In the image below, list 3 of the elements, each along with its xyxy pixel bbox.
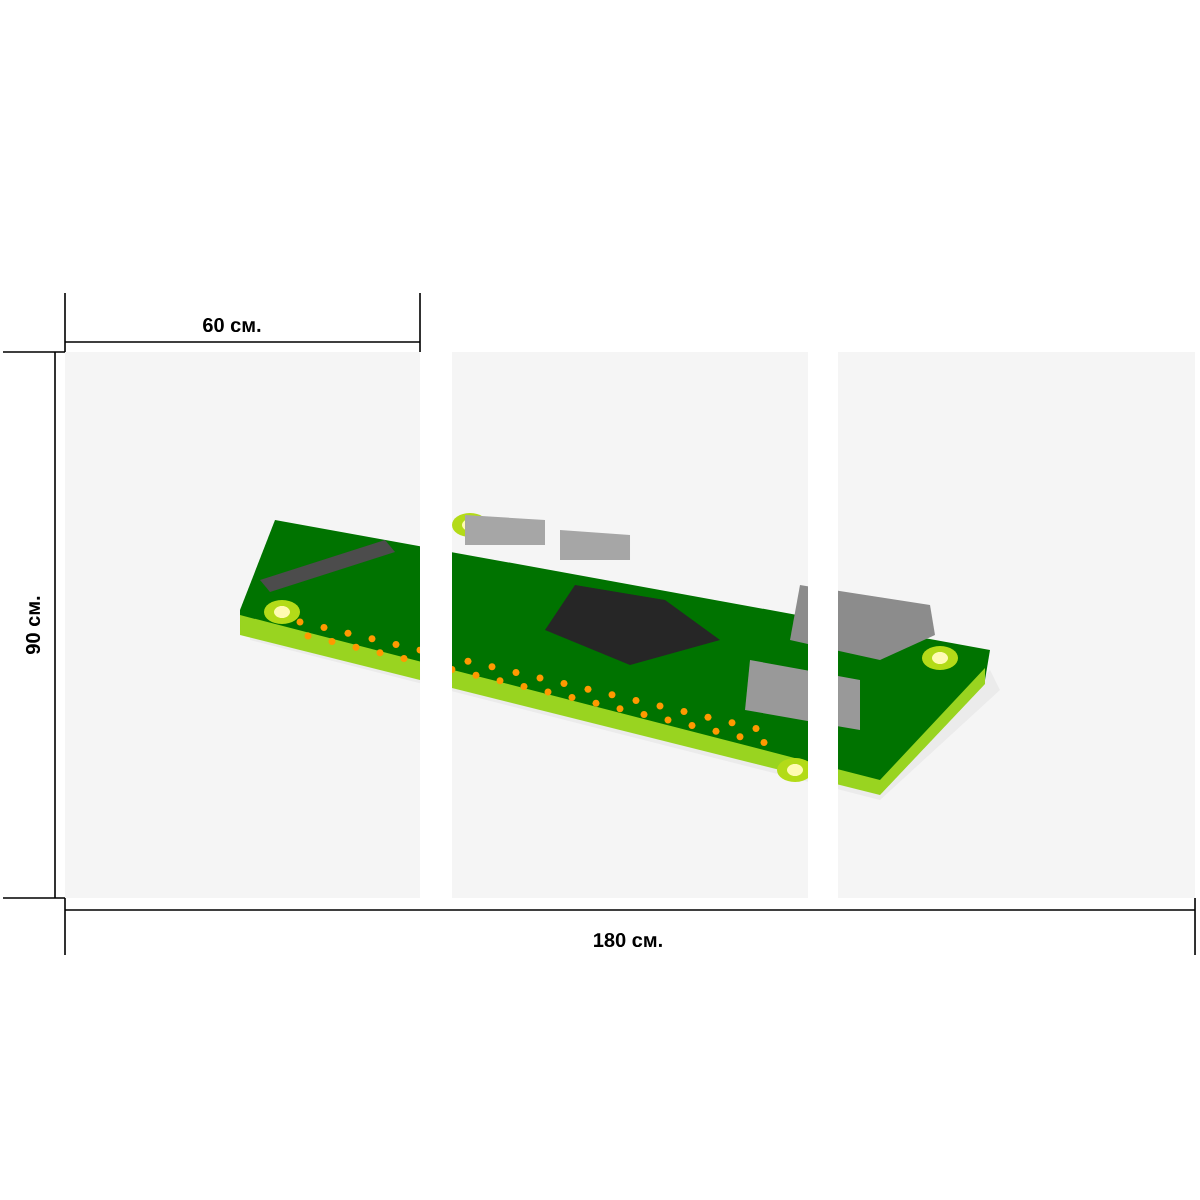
dimension-label: 60 см. (203, 317, 261, 333)
dimension-label: 90 см. (25, 596, 41, 654)
dimension-label: 180 см. (594, 932, 662, 948)
